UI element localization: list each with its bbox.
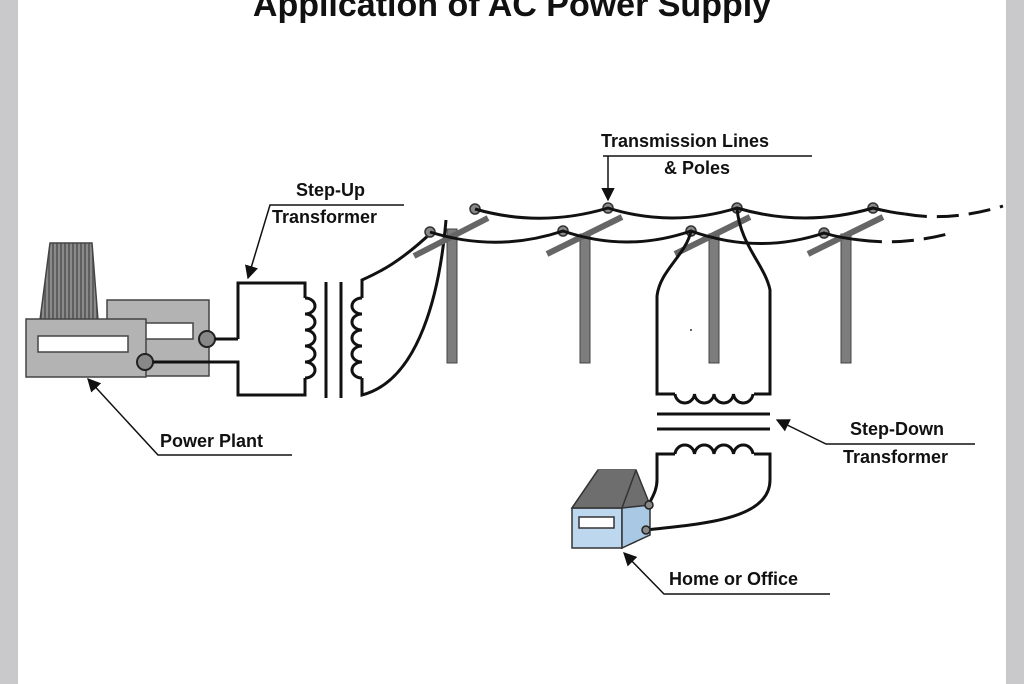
step-up-transformer: [236, 219, 448, 398]
pole-2: [545, 202, 624, 364]
power-plant: [25, 242, 216, 378]
label-step-up-1: Step-Up: [296, 180, 365, 200]
plant-terminal-bottom: [136, 353, 154, 371]
plant-terminal-top: [198, 330, 216, 348]
leader-home: [623, 552, 830, 595]
label-step-down-1: Step-Down: [850, 419, 944, 439]
label-home-office: Home or Office: [669, 569, 799, 589]
label-transmission-1: Transmission Lines: [601, 131, 770, 151]
leader-power-plant: [87, 378, 292, 456]
transmission-poles: [412, 202, 885, 364]
leader-step-up: [245, 204, 404, 280]
diagram-title: Application of AC Power Supply: [252, 0, 772, 24]
leader-step-down: [775, 419, 975, 445]
house-side: [621, 504, 651, 550]
pole-1: [412, 203, 490, 364]
label-step-up-2: Transformer: [272, 207, 378, 227]
callout-leaders: [87, 155, 975, 595]
label-step-down-2: Transformer: [843, 447, 949, 467]
label-transmission-2: & Poles: [664, 158, 731, 178]
right-frame-bar: [1006, 0, 1024, 684]
pole-4: [806, 202, 885, 364]
transmission-lines: [429, 204, 1004, 245]
house-terminal-bottom: [641, 525, 651, 535]
step-down-transformer: [645, 207, 772, 532]
home-building: [570, 469, 654, 550]
plant-wires: [153, 337, 300, 397]
house-terminal-top: [644, 500, 654, 510]
pole-3: [673, 202, 752, 364]
cooling-tower: [39, 242, 99, 321]
left-frame-bar: [0, 0, 18, 684]
label-power-plant: Power Plant: [160, 431, 264, 451]
